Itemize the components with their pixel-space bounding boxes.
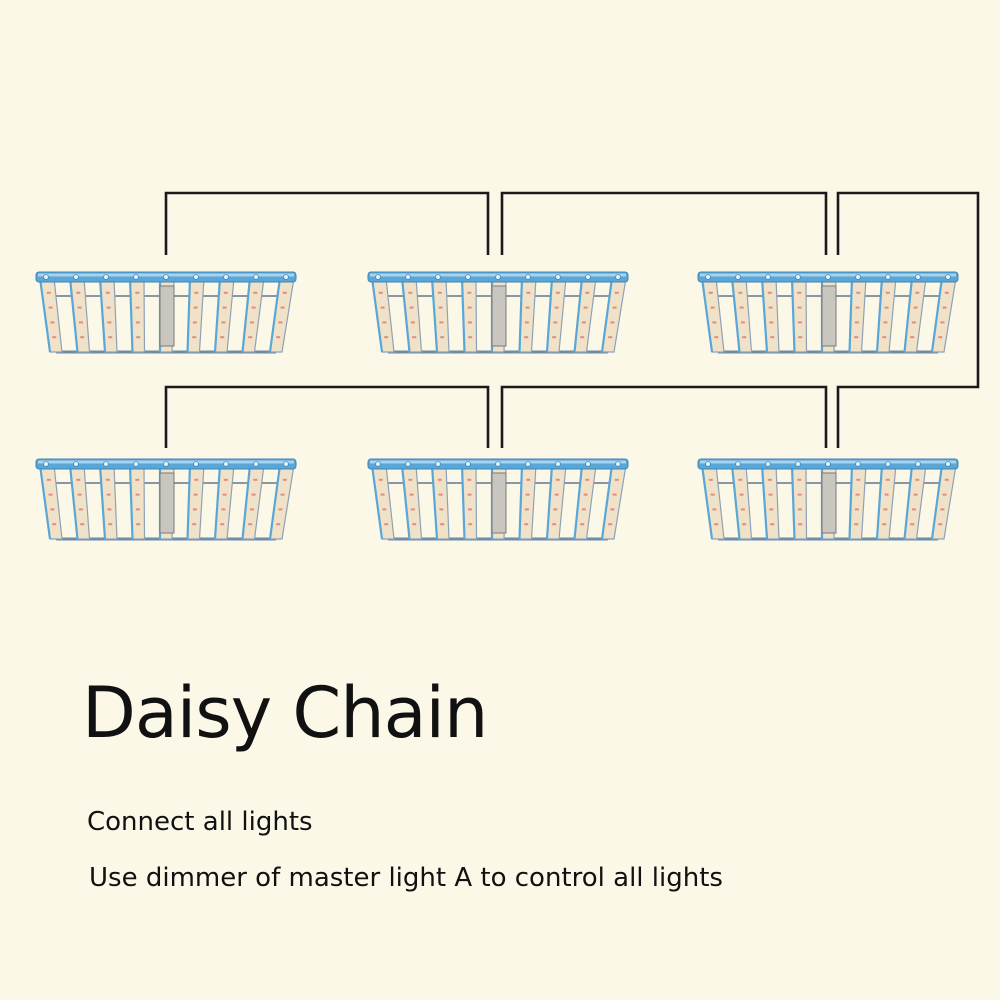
- grow-light-fixture: [367, 458, 629, 541]
- cable-1-2: [164, 191, 490, 255]
- grow-light-fixture: [35, 271, 297, 354]
- grow-light-fixture: [697, 271, 959, 354]
- caption-connect: Connect all lights: [87, 807, 313, 837]
- cable-2-3: [500, 191, 828, 255]
- grow-light-fixture: [697, 458, 959, 541]
- grow-light-fixture: [367, 271, 629, 354]
- caption-dimmer: Use dimmer of master light A to control …: [89, 863, 723, 893]
- cable-4-5: [164, 385, 490, 448]
- grow-light-fixture: [35, 458, 297, 541]
- diagram-title: Daisy Chain: [82, 672, 488, 754]
- grow-lights: [35, 271, 959, 541]
- cable-connections: [164, 191, 980, 448]
- cable-5-6: [500, 385, 828, 448]
- cable-3-6: [836, 191, 980, 448]
